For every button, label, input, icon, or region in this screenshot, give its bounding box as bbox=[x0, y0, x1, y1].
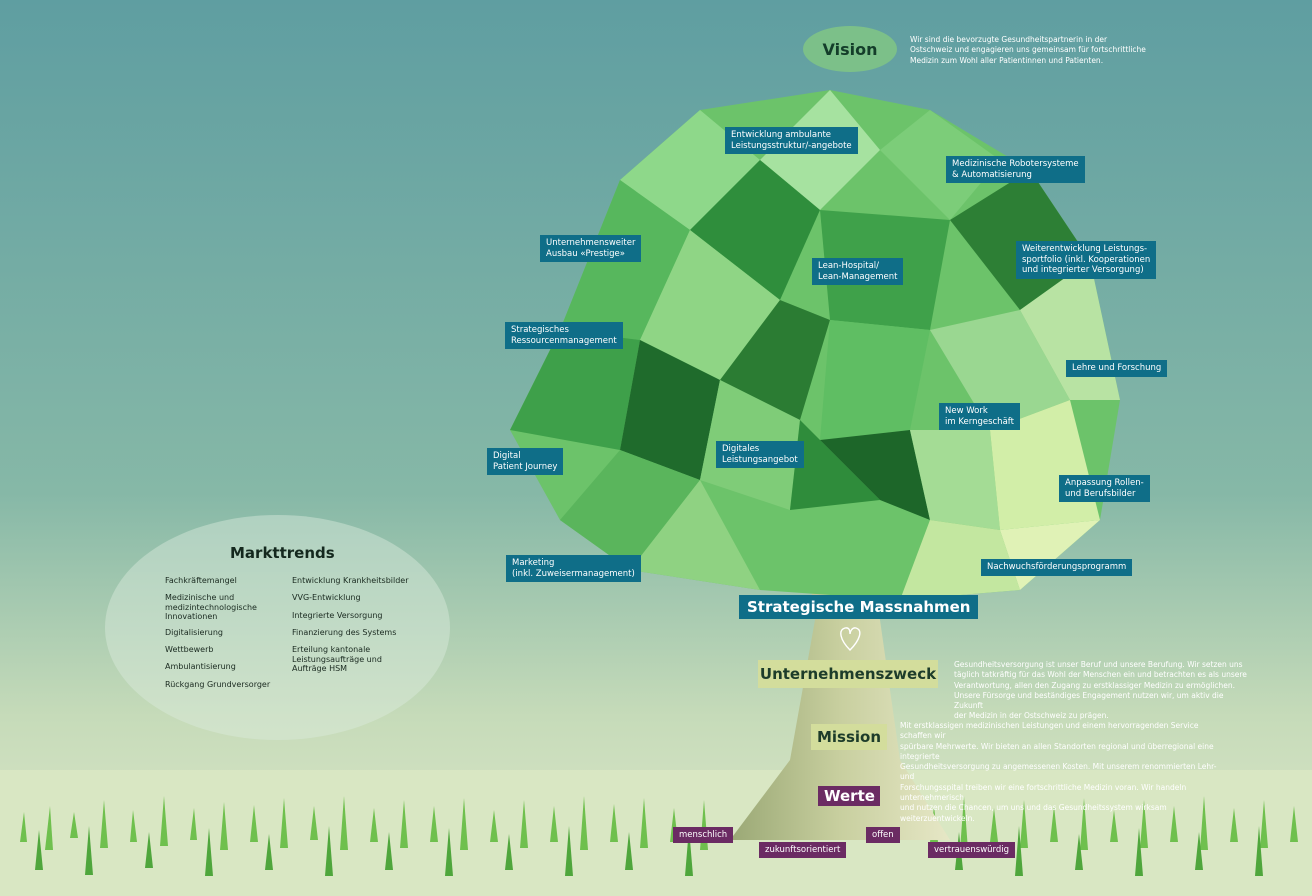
trend-item: Rückgang Grundversorger bbox=[165, 680, 271, 689]
trend-item: Ambulantisierung bbox=[165, 662, 236, 671]
trend-item: VVG-Entwicklung bbox=[292, 593, 361, 602]
measure-portfolio: Weiterentwicklung Leistungs- sportfolio … bbox=[1016, 241, 1157, 279]
measure-digital-offer: Digitales Leistungsangebot bbox=[716, 441, 804, 468]
values-label: Werte bbox=[818, 786, 880, 806]
measure-marketing: Marketing (inkl. Zuweisermanagement) bbox=[506, 555, 641, 582]
value-offen: offen bbox=[866, 827, 900, 843]
measure-robotics: Medizinische Robotersysteme & Automatisi… bbox=[946, 156, 1085, 183]
market-trends-ellipse bbox=[105, 515, 450, 740]
measure-young-talent: Nachwuchsförderungsprogramm bbox=[981, 559, 1133, 576]
measure-prestige: Unternehmensweiter Ausbau «Prestige» bbox=[540, 235, 642, 262]
value-vertrauenswuerdig: vertrauenswürdig bbox=[928, 842, 1016, 858]
purpose-label: Unternehmenszweck bbox=[758, 660, 938, 688]
trend-item: Finanzierung des Systems bbox=[292, 628, 397, 637]
purpose-text: Gesundheitsversorgung ist unser Beruf un… bbox=[954, 660, 1247, 721]
trend-item: Entwicklung Krankheitsbilder bbox=[292, 576, 409, 585]
mission-label: Mission bbox=[811, 724, 887, 750]
trend-item: Medizinische und medizintechnologische I… bbox=[165, 593, 257, 621]
measure-lean: Lean-Hospital/ Lean-Management bbox=[812, 258, 904, 285]
measure-new-work: New Work im Kerngeschäft bbox=[939, 403, 1020, 430]
trend-item: Digitalisierung bbox=[165, 628, 223, 637]
trend-item: Erteilung kantonale Leistungsaufträge un… bbox=[292, 645, 382, 673]
vision-label: Vision bbox=[803, 26, 897, 72]
trend-item: Fachkräftemangel bbox=[165, 576, 237, 585]
trend-item: Integrierte Versorgung bbox=[292, 611, 383, 620]
strategic-measures-title: Strategische Massnahmen bbox=[739, 595, 979, 619]
heart-icon bbox=[840, 627, 861, 651]
measure-patient-journey: Digital Patient Journey bbox=[487, 448, 564, 475]
vision-text: Wir sind die bevorzugte Gesundheitspartn… bbox=[910, 35, 1146, 65]
measure-ambulant: Entwicklung ambulante Leistungsstruktur/… bbox=[725, 127, 858, 154]
mission-text: Mit erstklassigen medizinischen Leistung… bbox=[900, 721, 1217, 823]
trend-item: Wettbewerb bbox=[165, 645, 214, 654]
value-menschlich: menschlich bbox=[673, 827, 734, 843]
market-trends-title: Markttrends bbox=[230, 544, 335, 562]
measure-resources: Strategisches Ressourcenmanagement bbox=[505, 322, 623, 349]
measure-teaching-research: Lehre und Forschung bbox=[1066, 360, 1168, 377]
measure-roles: Anpassung Rollen- und Berufsbilder bbox=[1059, 475, 1150, 502]
value-zukunftsorientiert: zukunftsorientiert bbox=[759, 842, 847, 858]
